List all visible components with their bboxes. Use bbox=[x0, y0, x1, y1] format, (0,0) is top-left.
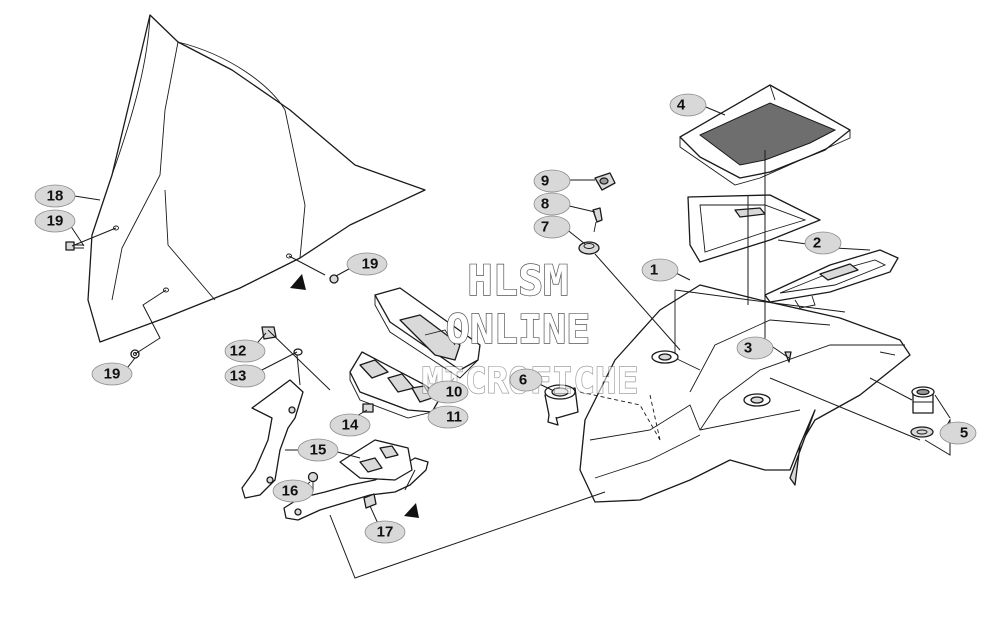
svg-text:3: 3 bbox=[744, 340, 752, 357]
svg-text:19: 19 bbox=[362, 256, 379, 273]
svg-text:17: 17 bbox=[377, 524, 394, 541]
key-part[interactable] bbox=[592, 207, 603, 233]
callout-17[interactable]: 17 bbox=[364, 520, 406, 544]
svg-text:6: 6 bbox=[519, 372, 527, 389]
svg-text:7: 7 bbox=[541, 219, 549, 236]
callout-1[interactable]: 1 bbox=[641, 258, 679, 282]
callout-5[interactable]: 5 bbox=[939, 421, 977, 445]
callout-8[interactable]: 8 bbox=[533, 192, 571, 216]
callout-3[interactable]: 3 bbox=[736, 336, 774, 360]
callout-12[interactable]: 12 bbox=[224, 339, 266, 363]
callout-13[interactable]: 13 bbox=[224, 364, 266, 388]
fastener-part-17[interactable] bbox=[363, 493, 377, 509]
svg-text:15: 15 bbox=[310, 442, 327, 459]
front-direction-arrow-lower bbox=[404, 503, 419, 518]
callout-10[interactable]: 10 bbox=[427, 380, 469, 404]
mounting-bracket-part[interactable] bbox=[241, 379, 429, 521]
power-socket-part[interactable] bbox=[911, 386, 935, 414]
ignition-switch-part[interactable] bbox=[544, 384, 579, 426]
front-direction-arrow-upper bbox=[290, 274, 306, 290]
svg-text:14: 14 bbox=[342, 417, 359, 434]
callout-9[interactable]: 9 bbox=[533, 169, 571, 193]
svg-text:5: 5 bbox=[960, 425, 968, 442]
windshield-screw-right[interactable] bbox=[329, 274, 339, 284]
vent-panel-lower[interactable] bbox=[764, 249, 899, 309]
svg-text:9: 9 bbox=[541, 173, 549, 190]
watermark-line-2: ONLINE bbox=[446, 307, 591, 353]
nut-part-12[interactable] bbox=[261, 326, 277, 340]
main-hood-part[interactable] bbox=[579, 284, 911, 503]
svg-text:2: 2 bbox=[813, 235, 821, 252]
socket-nut-part[interactable] bbox=[910, 426, 934, 438]
callout-7[interactable]: 7 bbox=[533, 215, 571, 239]
bolt-part-14[interactable] bbox=[362, 403, 374, 413]
callout-19-right[interactable]: 19 bbox=[346, 252, 388, 276]
callout-2[interactable]: 2 bbox=[804, 231, 842, 255]
callout-14[interactable]: 14 bbox=[329, 413, 371, 437]
watermark-line-1: HLSM bbox=[467, 256, 568, 305]
gauge-housing-part[interactable] bbox=[374, 287, 481, 379]
svg-text:4: 4 bbox=[677, 97, 686, 114]
callout-16[interactable]: 16 bbox=[272, 479, 314, 503]
callout-19-bottom[interactable]: 19 bbox=[91, 362, 133, 386]
svg-text:8: 8 bbox=[541, 196, 549, 213]
key-cap-part[interactable] bbox=[594, 172, 616, 191]
svg-text:10: 10 bbox=[446, 384, 463, 401]
callout-18[interactable]: 18 bbox=[34, 184, 76, 208]
vent-panel-upper[interactable] bbox=[687, 194, 821, 263]
callout-19-left[interactable]: 19 bbox=[34, 209, 76, 233]
svg-text:18: 18 bbox=[47, 188, 64, 205]
washer-part-13[interactable] bbox=[293, 348, 303, 356]
callout-6[interactable]: 6 bbox=[509, 368, 543, 392]
windshield-screw-left[interactable] bbox=[65, 241, 84, 251]
svg-text:19: 19 bbox=[47, 213, 64, 230]
key-bezel-part[interactable] bbox=[578, 241, 600, 255]
callout-15[interactable]: 15 bbox=[297, 438, 339, 462]
windshield-part[interactable] bbox=[87, 14, 426, 343]
svg-text:1: 1 bbox=[650, 262, 658, 279]
callout-4[interactable]: 4 bbox=[669, 93, 707, 117]
mesh-grille-part[interactable] bbox=[679, 84, 851, 186]
svg-text:16: 16 bbox=[282, 483, 299, 500]
callout-11[interactable]: 11 bbox=[427, 405, 469, 429]
svg-text:12: 12 bbox=[230, 343, 247, 360]
svg-text:11: 11 bbox=[446, 409, 462, 426]
svg-text:19: 19 bbox=[104, 366, 121, 383]
svg-text:13: 13 bbox=[230, 368, 247, 385]
gauge-bracket-part[interactable] bbox=[349, 351, 441, 419]
